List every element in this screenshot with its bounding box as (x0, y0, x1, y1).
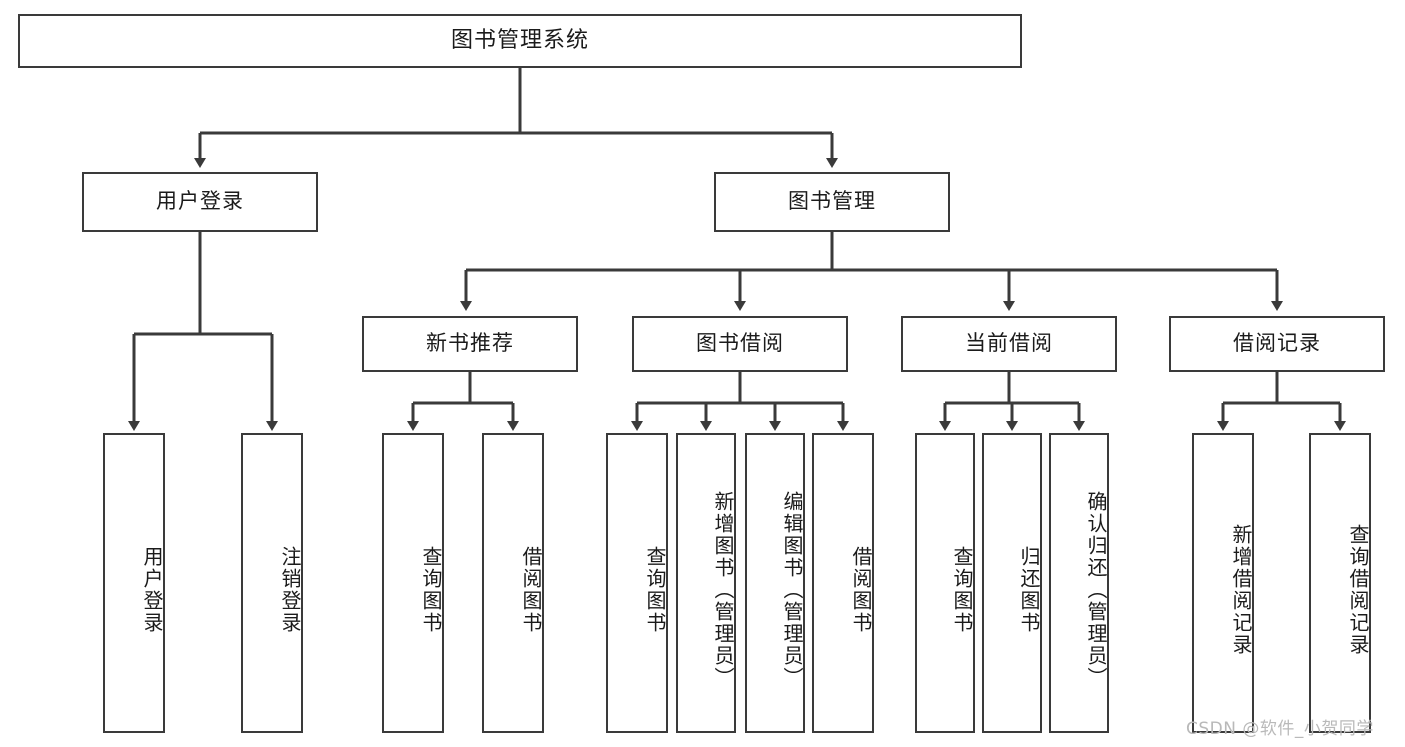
node-current-borrowing[interactable]: 当前借阅 (901, 316, 1117, 372)
leaf-logout[interactable]: 注销登录 (241, 433, 303, 733)
leaf-confirm-return-admin[interactable]: 确认归还（管理员） (1049, 433, 1109, 733)
node-user-login[interactable]: 用户登录 (82, 172, 318, 232)
leaf-borrow-books[interactable]: 借阅图书 (812, 433, 874, 733)
leaf-query-books-borrow[interactable]: 查询图书 (606, 433, 668, 733)
node-borrowing-record[interactable]: 借阅记录 (1169, 316, 1385, 372)
leaf-edit-book-admin[interactable]: 编辑图书（管理员） (745, 433, 805, 733)
node-book-management[interactable]: 图书管理 (714, 172, 950, 232)
csdn-watermark: CSDN @软件_小贺同学 (1186, 719, 1374, 739)
leaf-add-book-admin[interactable]: 新增图书（管理员） (676, 433, 736, 733)
leaf-return-books[interactable]: 归还图书 (982, 433, 1042, 733)
node-book-borrowing[interactable]: 图书借阅 (632, 316, 848, 372)
leaf-query-books-current[interactable]: 查询图书 (915, 433, 975, 733)
leaf-add-borrow-record[interactable]: 新增借阅记录 (1192, 433, 1254, 733)
leaf-query-books-recommend[interactable]: 查询图书 (382, 433, 444, 733)
node-root-book-management-system[interactable]: 图书管理系统 (18, 14, 1022, 68)
leaf-borrow-books-recommend[interactable]: 借阅图书 (482, 433, 544, 733)
leaf-query-borrow-record[interactable]: 查询借阅记录 (1309, 433, 1371, 733)
node-new-book-recommendation[interactable]: 新书推荐 (362, 316, 578, 372)
leaf-user-login[interactable]: 用户登录 (103, 433, 165, 733)
